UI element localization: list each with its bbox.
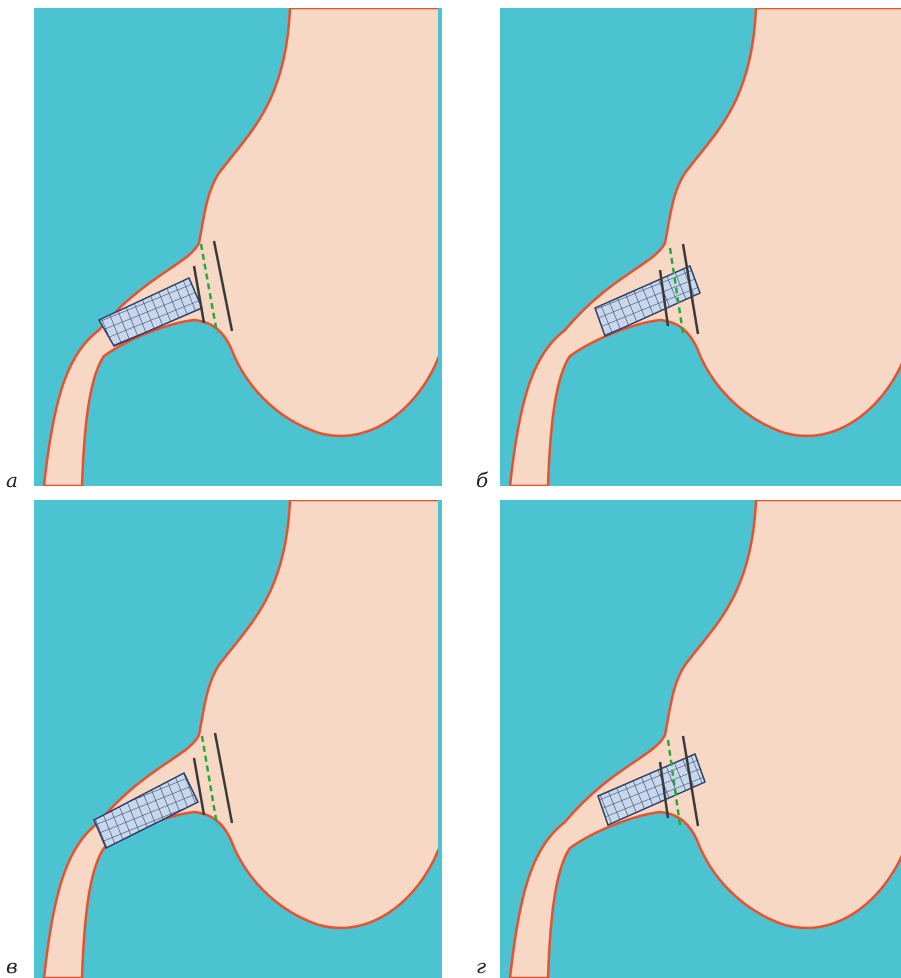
panel-label-b: б: [476, 470, 488, 490]
panel-a-illustration: [34, 8, 442, 486]
panel-d-illustration: [500, 500, 901, 978]
panel-c: [34, 500, 442, 978]
panel-label-d: г: [476, 956, 486, 976]
panel-d: [500, 500, 901, 978]
panel-a: [34, 8, 442, 486]
panel-label-a: а: [6, 470, 18, 490]
background-edge: [438, 8, 442, 486]
panel-b-illustration: [500, 8, 901, 486]
background-edge: [438, 500, 442, 978]
panel-c-illustration: [34, 500, 442, 978]
panel-b: [500, 8, 901, 486]
panel-label-c: в: [6, 956, 18, 976]
